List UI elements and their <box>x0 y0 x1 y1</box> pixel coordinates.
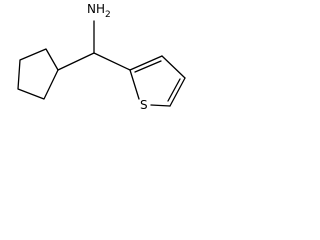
ch-to-thiophene-bond <box>93 52 131 71</box>
thiophene-c3-c4-bond <box>161 55 186 79</box>
amine-main-text: NH <box>87 2 105 16</box>
molecule-diagram: NH2 S <box>0 0 203 120</box>
cyclopentyl-to-ch-bond <box>57 52 95 71</box>
thiophene-s-c2-bond <box>129 69 140 100</box>
sulfur-label: S <box>140 98 148 112</box>
thiophene-double-bond-2 <box>167 78 181 102</box>
thiophene-c4-c5-bond <box>169 77 186 107</box>
molecule-structure: NH2 S <box>17 2 186 112</box>
thiophene-c2-c3-bond <box>129 55 163 71</box>
thiophene-double-bond-1 <box>134 60 162 73</box>
amine-subscript-text: 2 <box>105 10 111 20</box>
thiophene-c5-s-bond <box>150 104 171 107</box>
amine-label: NH2 <box>87 2 111 20</box>
cyclopentane-ring <box>17 48 59 100</box>
